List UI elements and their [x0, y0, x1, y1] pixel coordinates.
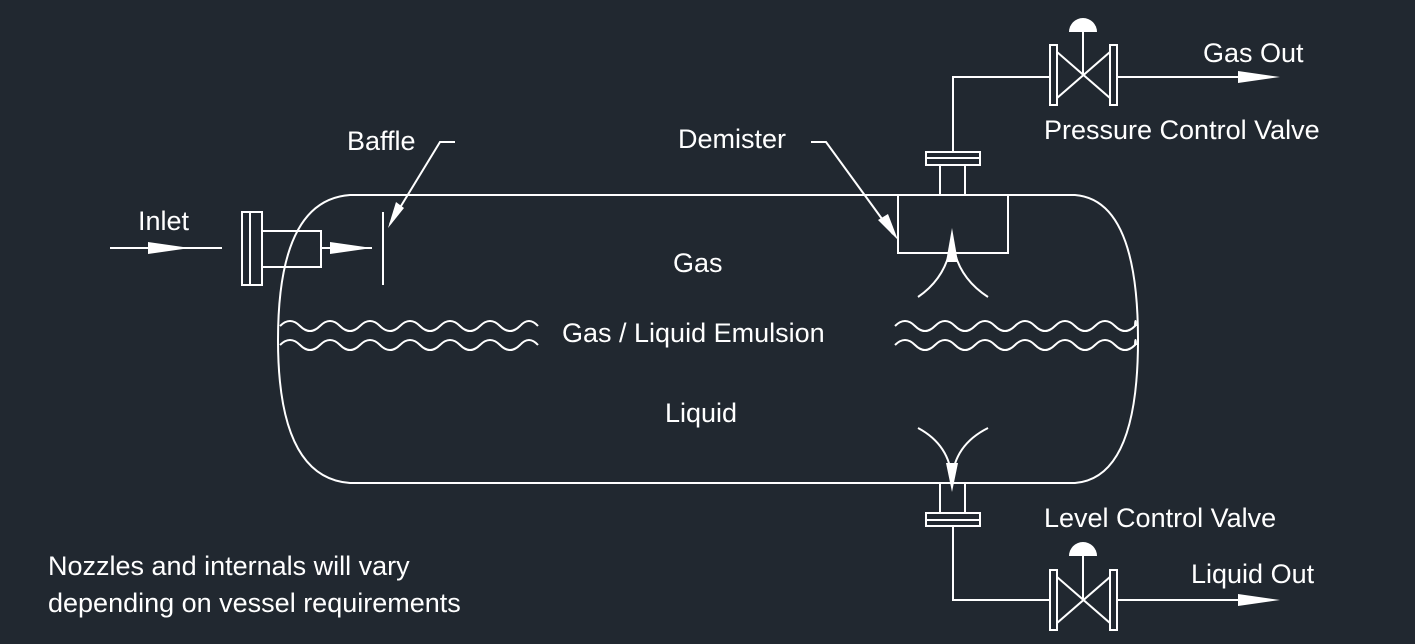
emulsion-wave-left-lower	[279, 339, 539, 351]
liquid-flow-arrow	[917, 427, 989, 492]
inlet-label: Inlet	[138, 206, 190, 236]
demister-leader	[811, 141, 898, 240]
baffle-leader	[388, 141, 455, 228]
liquid-zone-label: Liquid	[665, 398, 737, 428]
demister-label: Demister	[678, 124, 786, 154]
pressure-control-valve	[1049, 18, 1280, 106]
pressure-control-valve-label: Pressure Control Valve	[1044, 115, 1320, 145]
vessel-shell	[276, 194, 1140, 484]
emulsion-wave-right-upper	[894, 320, 1137, 332]
gas-outlet-nozzle	[925, 76, 1050, 196]
gas-out-label: Gas Out	[1203, 38, 1304, 68]
emulsion-wave-left-upper	[279, 320, 539, 332]
inlet-nozzle	[110, 211, 372, 286]
liquid-out-label: Liquid Out	[1191, 559, 1315, 589]
level-control-valve-label: Level Control Valve	[1044, 503, 1276, 533]
note-line-2: depending on vessel requirements	[48, 588, 461, 618]
emulsion-interface-waves	[279, 320, 1137, 351]
emulsion-zone-label: Gas / Liquid Emulsion	[562, 318, 825, 348]
baffle-label: Baffle	[347, 126, 416, 156]
note-line-1: Nozzles and internals will vary	[48, 551, 410, 581]
liquid-outlet-nozzle	[925, 482, 1050, 601]
gas-flow-arrow	[917, 228, 989, 298]
emulsion-wave-right-lower	[894, 339, 1137, 351]
gas-zone-label: Gas	[673, 248, 723, 278]
level-control-valve	[1049, 542, 1280, 631]
